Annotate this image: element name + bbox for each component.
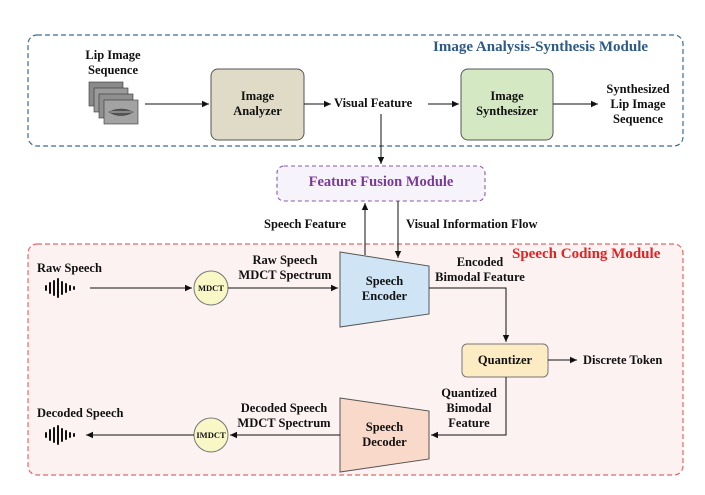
mdct-label: MDCT — [198, 283, 224, 293]
speech-module-title: Speech Coding Module — [512, 246, 661, 262]
speech-decoder-block — [339, 397, 430, 473]
speech-feature-label: Speech Feature — [264, 217, 347, 231]
imdct-label: IMDCT — [196, 430, 226, 440]
fusion-module-box — [276, 165, 486, 202]
flow-arrows — [86, 100, 598, 439]
speech-encoder-block — [339, 251, 430, 328]
discrete-token-label: Discrete Token — [583, 353, 663, 367]
decoded-speech-waveform-icon — [45, 425, 75, 445]
fusion-module-title: Feature Fusion Module — [308, 174, 454, 190]
raw-speech-waveform-icon — [45, 278, 75, 298]
visual-flow-label: Visual Information Flow — [406, 217, 538, 231]
lip-image-stack-icon — [88, 81, 139, 125]
decoded-speech-label: Decoded Speech — [37, 406, 124, 420]
visual-feature-label: Visual Feature — [334, 96, 413, 110]
quantizer-label: Quantizer — [477, 353, 533, 367]
image-module-title: Image Analysis-Synthesis Module — [433, 39, 649, 55]
raw-speech-label: Raw Speech — [37, 261, 102, 275]
speech-module-box — [27, 243, 684, 476]
